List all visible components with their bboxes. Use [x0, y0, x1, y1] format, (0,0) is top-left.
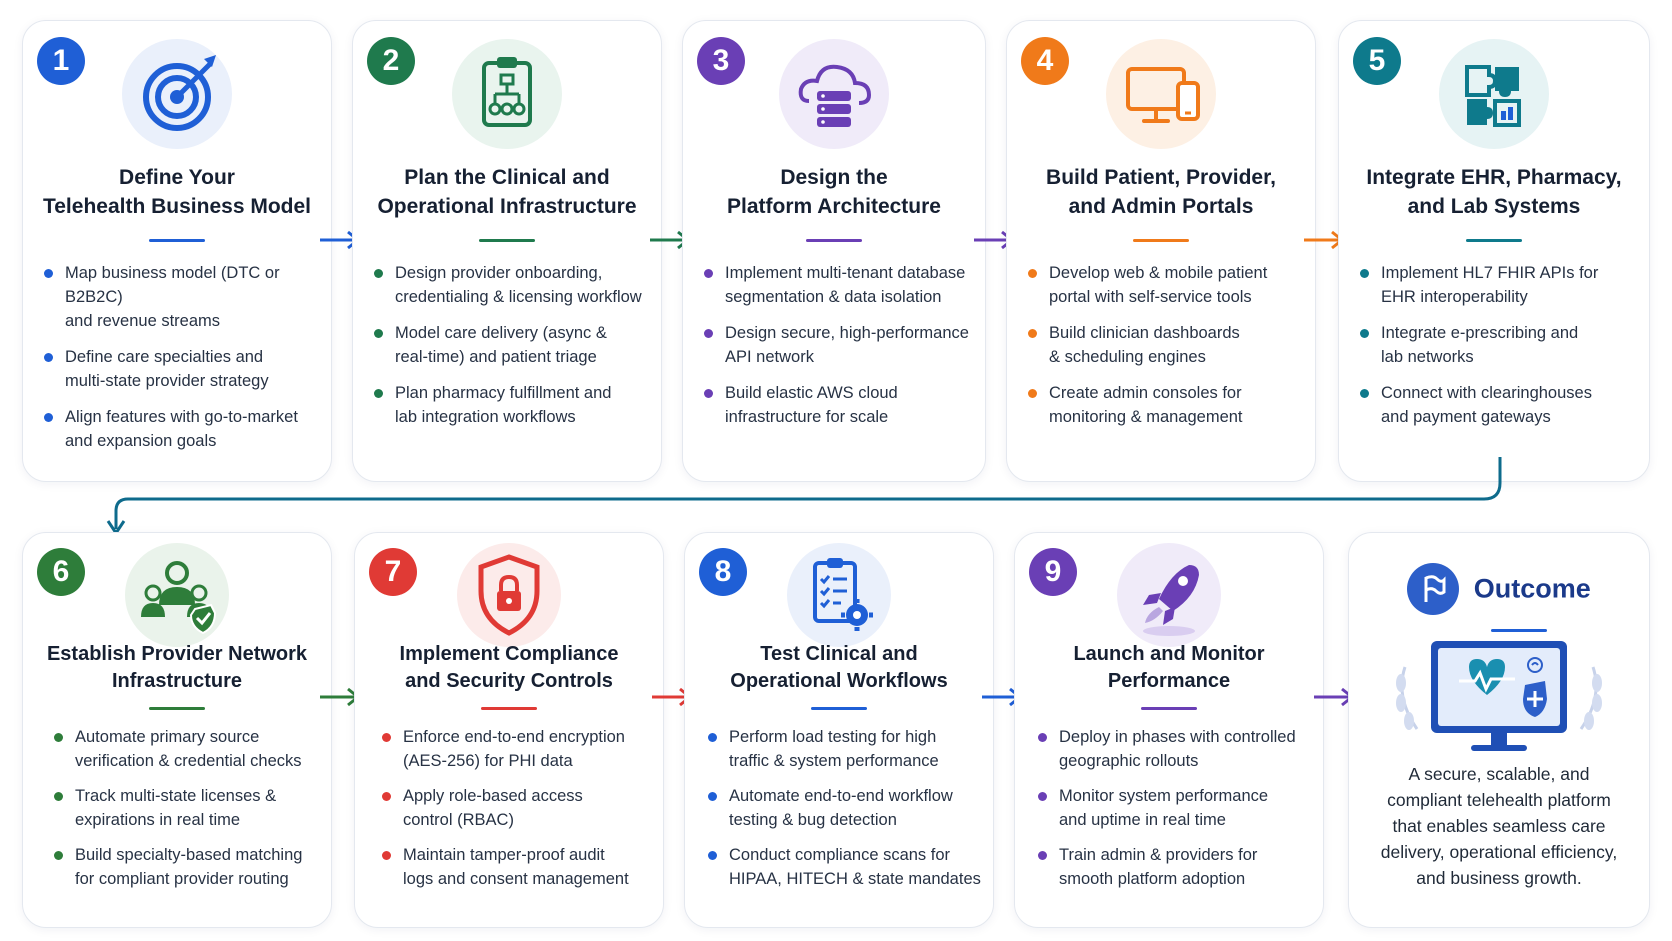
step-badge: 6: [37, 548, 85, 596]
step-badge: 8: [699, 548, 747, 596]
title-underline: [149, 707, 205, 710]
cloud-server-icon: [779, 39, 889, 149]
title-underline: [806, 239, 862, 242]
step-badge: 2: [367, 37, 415, 85]
bullet-item: Enforce end-to-end encryption(AES-256) f…: [379, 725, 655, 773]
devices-icon: [1106, 39, 1216, 149]
clipboard-flow-icon: [452, 39, 562, 149]
step-title: Integrate EHR, Pharmacy,and Lab Systems: [1366, 166, 1622, 218]
bullet-item: Track multi-state licenses &expirations …: [51, 784, 323, 832]
checklist-gear-icon: [787, 543, 891, 647]
title-underline: [1141, 707, 1197, 710]
step-card-4: 4 Build Patient, Provider,and Admin Port…: [1006, 20, 1316, 482]
outcome-title: Outcome: [1473, 573, 1591, 604]
bullet-item: Map business model (DTC or B2B2C)and rev…: [41, 261, 323, 333]
flag-icon: [1407, 563, 1460, 615]
step-card-5: 5 Integrate EHR, Pharmacy,and Lab System…: [1338, 20, 1650, 482]
bullet-list: Map business model (DTC or B2B2C)and rev…: [41, 261, 323, 465]
step-badge: 9: [1029, 548, 1077, 596]
step-title: Build Patient, Provider,and Admin Portal…: [1046, 166, 1276, 218]
shield-lock-icon: [457, 543, 561, 647]
title-underline: [481, 707, 537, 710]
bullet-list: Design provider onboarding,credentialing…: [371, 261, 653, 441]
bullet-item: Model care delivery (async &real-time) a…: [371, 321, 653, 369]
provider-network-icon: [125, 543, 229, 647]
title-underline: [1491, 629, 1547, 632]
rocket-icon: [1117, 543, 1221, 647]
title-underline: [149, 239, 205, 242]
step-badge: 1: [37, 37, 85, 85]
title-underline: [811, 707, 867, 710]
step-badge: 5: [1353, 37, 1401, 85]
bullet-item: Build clinician dashboards& scheduling e…: [1025, 321, 1307, 369]
title-underline: [1466, 239, 1522, 242]
row-connector-arrow: [106, 457, 1502, 536]
bullet-item: Design provider onboarding,credentialing…: [371, 261, 653, 309]
bullet-list: Enforce end-to-end encryption(AES-256) f…: [379, 725, 655, 902]
step-badge: 3: [697, 37, 745, 85]
title-underline: [1133, 239, 1189, 242]
step-badge: 7: [369, 548, 417, 596]
step-badge: 4: [1021, 37, 1069, 85]
outcome-header: Outcome: [1349, 563, 1649, 615]
target-icon: [122, 39, 232, 149]
title-underline: [479, 239, 535, 242]
health-monitor-icon: [1387, 637, 1611, 757]
puzzle-icon: [1439, 39, 1549, 149]
